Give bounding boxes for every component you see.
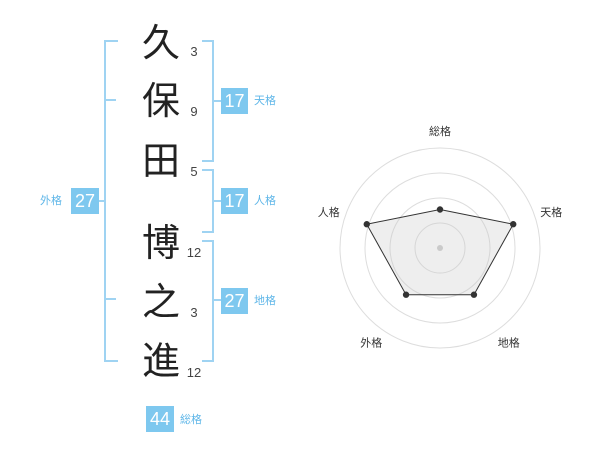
name-char-6: 進 (141, 339, 180, 383)
jinkaku-bracket-tick (214, 200, 222, 202)
radar-polygon (365, 208, 515, 296)
jinkaku-label: 人格 (254, 194, 276, 207)
radar-ring-4 (339, 147, 541, 349)
jinkaku-bracket (202, 169, 214, 233)
gaikaku-bracket (104, 40, 118, 362)
radar-point-4 (402, 291, 410, 298)
tenkaku-bracket-tick (214, 100, 222, 102)
radar-axis-label-2: 天格 (540, 205, 562, 219)
radar-axis-label-1: 総格 (429, 124, 451, 138)
stroke-count-5: 3 (190, 305, 198, 320)
radar-ring-3 (364, 172, 516, 324)
chikaku-bracket (202, 240, 214, 362)
stroke-count-3: 5 (190, 164, 198, 179)
tenkaku-bracket (202, 40, 214, 162)
radar-point-3 (470, 291, 478, 298)
gaikaku-value-box: 27 (71, 188, 99, 214)
soukaku-label: 総格 (180, 413, 202, 426)
name-char-3: 田 (141, 139, 180, 183)
name-char-1: 久 (141, 21, 180, 65)
radar-axis-label-4: 外格 (360, 336, 382, 350)
gaikaku-bracket-inner-tick-bottom (104, 298, 116, 300)
radar-ring-2 (389, 197, 491, 299)
stroke-count-6: 12 (186, 365, 202, 380)
radar-axis-label-5: 人格 (318, 205, 340, 219)
radar-center-dot (437, 245, 443, 251)
gaikaku-label: 外格 (40, 194, 62, 207)
radar-point-5 (363, 221, 370, 228)
stroke-count-4: 12 (186, 245, 202, 260)
radar-ring-1 (414, 222, 466, 274)
chikaku-label: 地格 (254, 294, 276, 307)
radar-point-2 (510, 221, 517, 228)
gaikaku-bracket-inner-tick-top (104, 99, 116, 101)
chikaku-value-box: 27 (221, 288, 248, 314)
name-char-2: 保 (141, 79, 180, 123)
stroke-count-1: 3 (190, 44, 198, 59)
soukaku-value-box: 44 (146, 406, 174, 432)
radar-point-1 (436, 206, 444, 213)
tenkaku-label: 天格 (254, 94, 276, 107)
stroke-count-2: 9 (190, 104, 198, 119)
radar-axis-label-3: 地格 (498, 336, 520, 350)
name-char-4: 博 (141, 221, 180, 265)
name-char-5: 之 (141, 280, 180, 324)
jinkaku-value-box: 17 (221, 188, 248, 214)
chikaku-bracket-tick (214, 299, 222, 301)
tenkaku-value-box: 17 (221, 88, 248, 114)
